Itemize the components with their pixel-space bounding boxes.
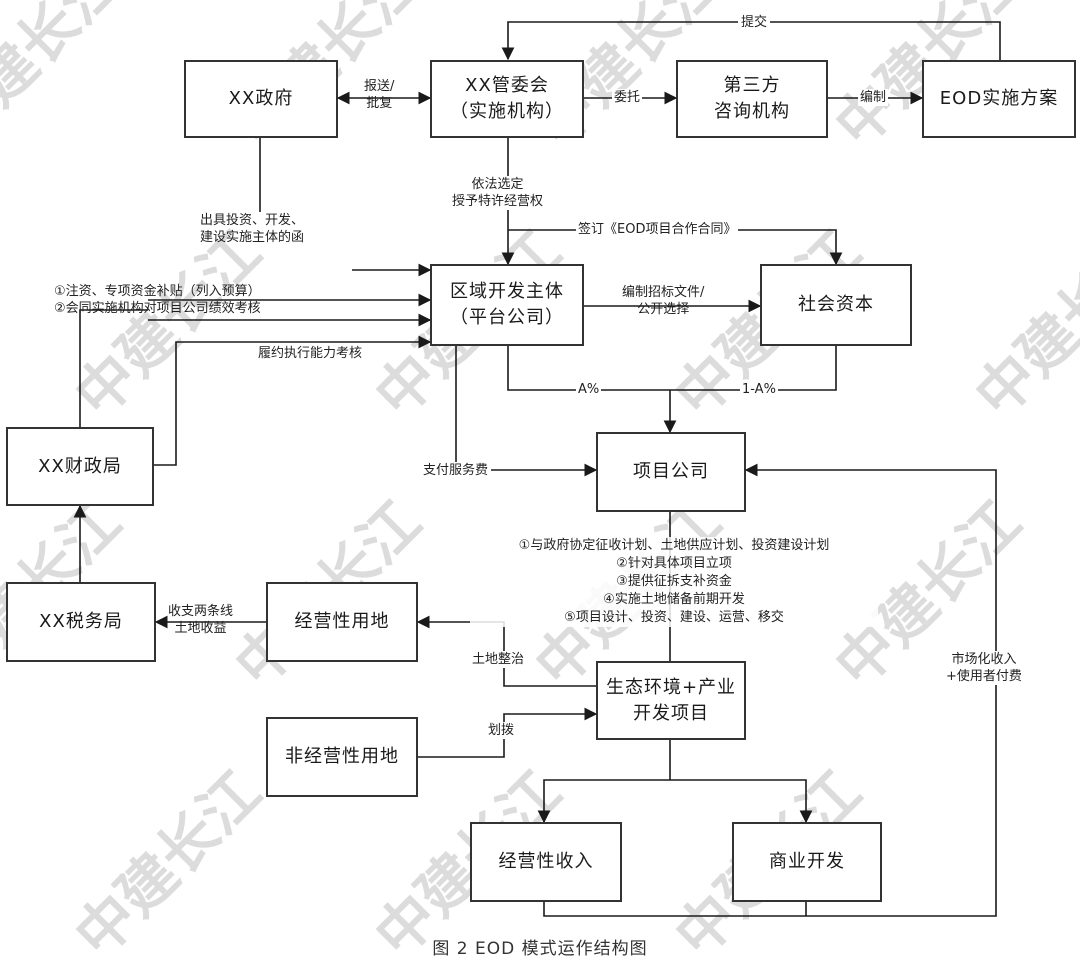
label-gov-letter-1: 出具投资、开发、 <box>200 213 305 228</box>
label-share-a: A% <box>576 381 602 398</box>
label-step-4: ④实施土地储备前期开发 <box>603 592 745 607</box>
consult-label-1: 第三方 <box>723 75 781 96</box>
figure-caption: 图 2 EOD 模式运作结构图 <box>432 939 648 959</box>
tax-bureau-label: XX税务局 <box>39 611 123 632</box>
box-platform-company: 区域开发主体 （平台公司） <box>430 264 584 346</box>
box-non-operating-land: 非经营性用地 <box>266 717 418 797</box>
arrow-market-income <box>543 463 997 917</box>
box-eco-industry-project: 生态环境+产业 开发项目 <box>596 661 746 740</box>
box-commercial-development: 商业开发 <box>732 822 882 902</box>
operating-income-label: 经营性收入 <box>498 851 594 872</box>
label-tender: 编制招标文件/ 公开选择 <box>622 284 704 318</box>
platform-label-1: 区域开发主体 <box>450 281 564 302</box>
box-tax-bureau: XX税务局 <box>6 582 156 662</box>
label-tax-revenue-1: 收支两条线 <box>168 604 234 619</box>
label-steps: ①与政府协定征收计划、土地供应计划、投资建设计划 ②针对具体项目立项 ③提供征拆… <box>470 537 878 627</box>
label-gov-letter-2: 建设实施主体的函 <box>200 230 305 245</box>
arrow-perf <box>154 335 432 466</box>
label-step-5: ⑤项目设计、投资、建设、运营、移交 <box>564 610 784 625</box>
operating-land-label: 经营性用地 <box>294 611 390 632</box>
label-select-1: 依法选定 <box>471 177 524 192</box>
commercial-development-label: 商业开发 <box>769 851 845 872</box>
label-contract: 签订《EOD项目合作合同》 <box>576 221 739 238</box>
box-government-label: XX政府 <box>228 88 294 109</box>
label-funding: ①注资、专项资金补贴（列入预算） ②会同实施机构对项目公司绩效考核 <box>54 283 261 317</box>
line-share-b <box>670 346 837 391</box>
label-step-1: ①与政府协定征收计划、土地供应计划、投资建设计划 <box>518 538 830 553</box>
label-market-income-1: 市场化收入 <box>951 652 1017 667</box>
label-gov-letter: 出具投资、开发、 建设实施主体的函 <box>200 212 304 246</box>
label-funding-2: ②会同实施机构对项目公司绩效考核 <box>54 301 261 316</box>
arrow-service-fee <box>455 346 598 477</box>
arrow-op-income <box>537 779 670 824</box>
label-service-fee: 支付服务费 <box>420 462 492 479</box>
eod-plan-label: EOD实施方案 <box>939 88 1059 109</box>
label-tender-1: 编制招标文件/ <box>622 285 705 300</box>
label-select-2: 授予特许经营权 <box>452 194 544 209</box>
label-compile: 编制 <box>858 89 889 106</box>
label-entrust: 委托 <box>612 89 643 106</box>
line-share-a <box>507 346 670 391</box>
label-performance: 履约执行能力考核 <box>258 346 363 361</box>
label-step-2: ②针对具体项目立项 <box>616 556 732 571</box>
line-finance-fund <box>79 309 148 427</box>
non-operating-land-label: 非经营性用地 <box>285 746 399 767</box>
label-allocate: 划拨 <box>486 722 517 739</box>
eco-label-2: 开发项目 <box>633 702 709 724</box>
label-report-2: 批复 <box>366 96 393 111</box>
project-company-label: 项目公司 <box>633 461 709 482</box>
label-tender-2: 公开选择 <box>637 302 690 317</box>
label-market-income: 市场化收入 +使用者付费 <box>946 651 1022 685</box>
label-share-b: 1-A% <box>740 381 778 398</box>
label-funding-1: ①注资、专项资金补贴（列入预算） <box>54 284 261 299</box>
box-finance-bureau: XX财政局 <box>6 427 154 506</box>
committee-label-2: （实施机构） <box>450 101 564 122</box>
social-capital-label: 社会资本 <box>798 294 874 315</box>
box-operating-income: 经营性收入 <box>470 822 622 902</box>
label-tax-revenue: 收支两条线 土地收益 <box>168 603 233 637</box>
box-eod-plan: EOD实施方案 <box>922 60 1076 138</box>
label-market-income-2: +使用者付费 <box>946 669 1022 684</box>
platform-label-2: （平台公司） <box>450 307 564 328</box>
label-step-3: ③提供征拆支补资金 <box>616 574 732 589</box>
box-government: XX政府 <box>184 60 338 138</box>
consult-label-2: 咨询机构 <box>714 101 790 122</box>
label-report-1: 报送/ <box>364 79 395 94</box>
box-operating-land: 经营性用地 <box>266 582 418 662</box>
box-project-company: 项目公司 <box>596 432 746 512</box>
box-third-party-consultant: 第三方 咨询机构 <box>676 60 828 138</box>
label-land-consolidation: 土地整治 <box>470 651 527 668</box>
box-social-capital: 社会资本 <box>760 264 912 346</box>
label-select: 依法选定 授予特许经营权 <box>452 176 544 210</box>
arrow-commercial <box>670 779 813 824</box>
label-tax-revenue-2: 土地收益 <box>174 621 227 636</box>
committee-label-1: XX管委会 <box>465 75 549 96</box>
label-report: 报送/ 批复 <box>364 78 394 112</box>
label-submit: 提交 <box>738 14 771 31</box>
eco-label-1: 生态环境+产业 <box>605 676 737 698</box>
box-management-committee: XX管委会 （实施机构） <box>430 60 584 138</box>
finance-bureau-label: XX财政局 <box>38 455 122 477</box>
